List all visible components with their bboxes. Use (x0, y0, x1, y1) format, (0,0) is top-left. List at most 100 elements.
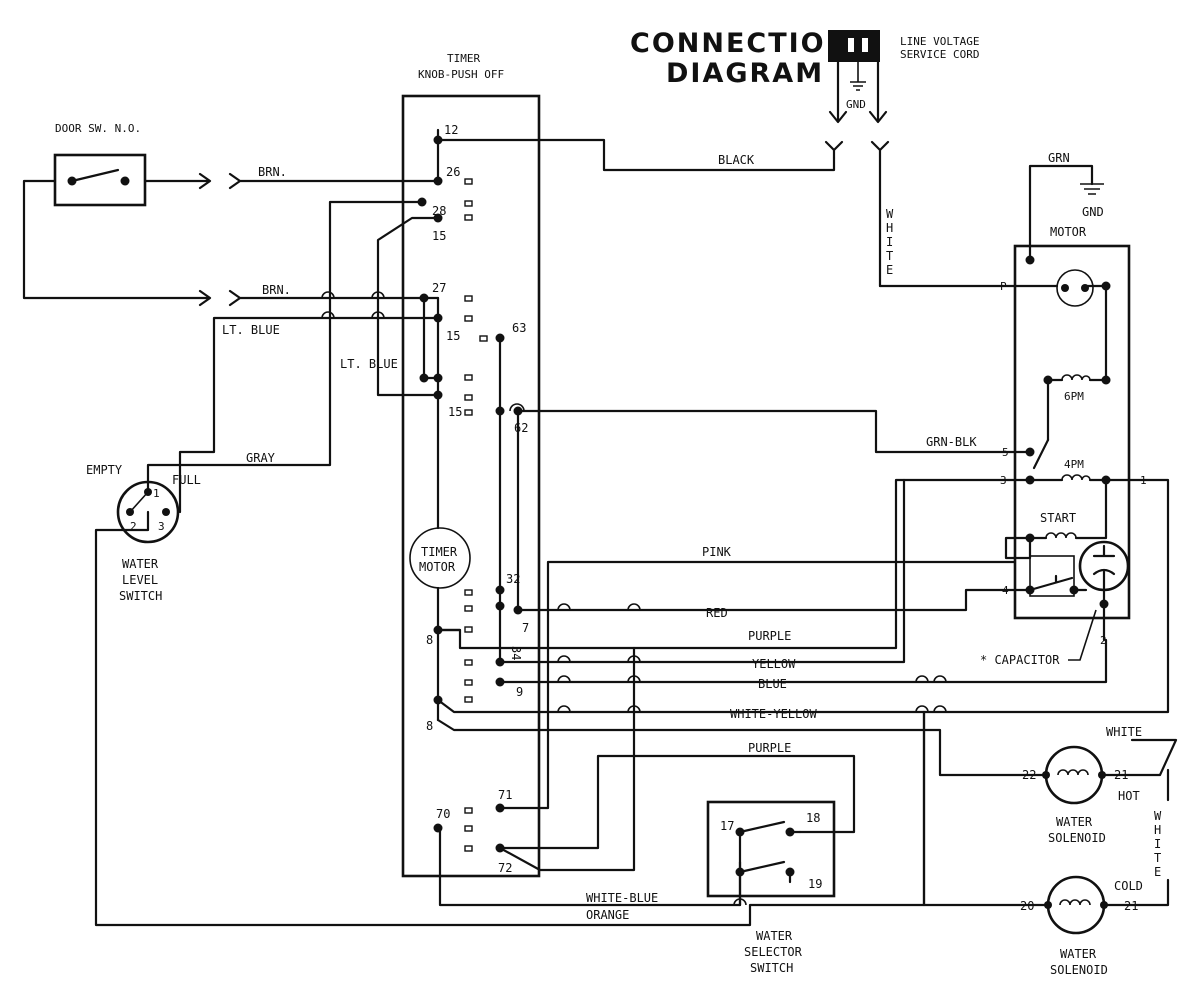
wire-purple-2: PURPLE (498, 741, 856, 850)
motor-terminal-1: 1 (1140, 474, 1147, 487)
motor-terminal-2: 2 (1100, 634, 1107, 647)
hot-solenoid-label-2: SOLENOID (1048, 831, 1106, 845)
terminal-62: 62 (514, 421, 528, 435)
timer-label-1: TIMER (447, 52, 480, 65)
water-level-pin1: 1 (153, 487, 160, 500)
terminal-70: 70 (436, 807, 450, 821)
wire-label-red: RED (706, 606, 728, 620)
service-cord-label-2: SERVICE CORD (900, 48, 979, 61)
motor-label: MOTOR (1050, 225, 1087, 239)
svg-text:I: I (1154, 837, 1161, 851)
line-voltage-service-cord: LINE VOLTAGE SERVICE CORD GND (824, 30, 979, 288)
wire-label-grn-blk: GRN-BLK (926, 435, 977, 449)
wire-orange: ORANGE (94, 510, 926, 927)
wire-gray: GRAY (146, 200, 424, 492)
wire-label-yellow: YELLOW (752, 657, 796, 671)
motor-terminal-4: 4 (1002, 584, 1009, 597)
capacitor-label: * CAPACITOR (980, 653, 1060, 667)
svg-text:H: H (886, 221, 893, 235)
terminal-27: 27 (432, 281, 446, 295)
svg-text:W: W (886, 207, 894, 221)
wire-label-white-blue: WHITE-BLUE (586, 891, 658, 905)
wire-label-black: BLACK (718, 153, 755, 167)
water-level-pin3: 3 (158, 520, 165, 533)
wire-red: RED (516, 588, 1017, 620)
motor-terminal-3: 3 (1000, 474, 1007, 487)
water-level-switch: EMPTY FULL 1 2 3 WATER LEVEL SWITCH (86, 463, 201, 603)
cold-solenoid-terminal-21: 21 (1124, 899, 1138, 913)
svg-text:T: T (886, 249, 893, 263)
terminal-8a: 8 (426, 633, 433, 647)
wire-label-brn-2: BRN. (262, 283, 291, 297)
wire-purple-1: PURPLE (436, 478, 1017, 650)
terminal-32: 32 (506, 572, 520, 586)
motor-6pm-label: 6PM (1064, 390, 1084, 403)
wire-label-purple-2: PURPLE (748, 741, 791, 755)
wire-white-blue: WHITE-BLUE (436, 646, 742, 907)
water-level-label-2: LEVEL (122, 573, 158, 587)
terminal-26: 26 (446, 165, 460, 179)
cold-solenoid-label-2: SOLENOID (1050, 963, 1108, 977)
water-solenoid-hot: WHITE WH ITE 22 21 HOT WATER SOLENOID (1022, 725, 1178, 907)
wire-label-lt-blue-2: LT. BLUE (340, 357, 398, 371)
wire-label-gray: GRAY (246, 451, 276, 465)
wire-white-yellow: WHITE-YELLOW (436, 478, 1170, 721)
svg-text:E: E (1154, 865, 1161, 879)
svg-text:T: T (1154, 851, 1161, 865)
timer-contact-pads (464, 178, 488, 852)
wire-yellow: YELLOW (498, 478, 906, 671)
selector-terminal-18: 18 (806, 811, 820, 825)
terminal-15c: 15 (448, 405, 462, 419)
cold-solenoid-terminal-20: 20 (1020, 899, 1034, 913)
timer: TIMER KNOB-PUSH OFF TIMER MOTOR 12 26 28… (401, 52, 541, 878)
motor-gnd-label: GND (1082, 205, 1104, 219)
timer-motor-label-2: MOTOR (419, 560, 456, 574)
timer-terminals: 12 26 28 15 27 15 63 15 62 32 8 7 34 9 8… (426, 123, 529, 875)
cold-solenoid-label-1: WATER (1060, 947, 1097, 961)
timer-motor-icon (409, 527, 471, 589)
motor-terminal-5: 5 (1002, 446, 1009, 459)
terminal-15b: 15 (446, 329, 460, 343)
water-level-label-3: SWITCH (119, 589, 162, 603)
hot-solenoid-hot-label: HOT (1118, 789, 1140, 803)
wire-label-orange: ORANGE (586, 908, 629, 922)
wire-black: BLACK (436, 138, 836, 172)
wire-label-blue: BLUE (758, 677, 787, 691)
wire-lt-blue: LT. BLUE LT. BLUE (178, 216, 440, 514)
selector-label-2: SELECTOR (744, 945, 803, 959)
wire-grn-blk: GRN-BLK (516, 409, 1017, 454)
timer-label-2: KNOB-PUSH OFF (418, 68, 504, 81)
terminal-8b: 8 (426, 719, 433, 733)
terminal-71: 71 (498, 788, 512, 802)
service-cord-label-1: LINE VOLTAGE (900, 35, 979, 48)
motor: MOTOR GRN GND 6PM 5 4PM 3 1 START (980, 151, 1147, 667)
water-selector-switch: 17 18 19 WATER SELECTOR SWITCH (706, 800, 836, 975)
motor-terminal-p: P (1000, 280, 1007, 293)
wire-label-lt-blue-1: LT. BLUE (222, 323, 280, 337)
selector-terminal-19: 19 (808, 877, 822, 891)
water-solenoid-cold: 20 21 COLD WATER SOLENOID (922, 710, 1143, 977)
selector-label-3: SWITCH (750, 961, 793, 975)
selector-terminal-17: 17 (720, 819, 734, 833)
terminal-72: 72 (498, 861, 512, 875)
terminal-34: 34 (509, 646, 523, 660)
svg-text:H: H (1154, 823, 1161, 837)
terminal-9: 9 (516, 685, 523, 699)
svg-text:E: E (886, 263, 893, 277)
svg-text:W: W (1154, 809, 1162, 823)
terminal-15a: 15 (432, 229, 446, 243)
title-line2: DIAGRAM (666, 58, 824, 89)
motor-start-label: START (1040, 511, 1076, 525)
wire-label-purple-1: PURPLE (748, 629, 791, 643)
service-cord-gnd-label: GND (846, 98, 866, 111)
door-switch-label: DOOR SW. N.O. (55, 122, 141, 135)
wire-label-white-vertical-2: WH ITE (1154, 809, 1162, 879)
motor-grn-label: GRN (1048, 151, 1070, 165)
water-level-pin2: 2 (130, 520, 137, 533)
wire-label-white-vertical: WH ITE (886, 207, 894, 277)
timer-junction-dots (417, 135, 523, 853)
hot-solenoid-label-1: WATER (1056, 815, 1093, 829)
selector-label-1: WATER (756, 929, 793, 943)
wire-label-pink: PINK (702, 545, 732, 559)
